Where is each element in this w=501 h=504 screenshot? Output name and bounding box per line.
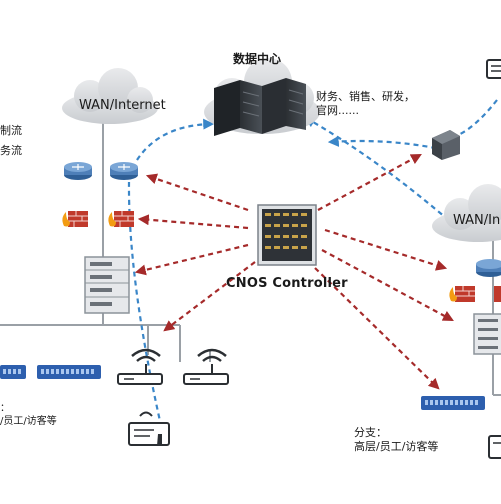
server-rack-icon [214, 78, 306, 136]
left-flow-line1: 制流 [0, 124, 22, 137]
datacenter-services-line1: 财务、销售、研发， [316, 90, 415, 103]
touch-terminal-icon [488, 435, 501, 459]
wireless-ap-icon [183, 348, 229, 385]
cloud-icon [432, 184, 501, 242]
network-switch-icon [37, 365, 101, 379]
firewall-icon [108, 211, 134, 227]
left-users-line2: /员工/访客等 [0, 415, 57, 427]
left-flow-line2: 务流 [0, 143, 22, 157]
touch-terminal-icon [486, 59, 501, 79]
touch-terminal-icon [128, 411, 170, 446]
wan-right-label: WAN/In [453, 213, 501, 228]
server-rack-icon [473, 313, 501, 355]
left-users-label: ： /员工/访客等 [0, 403, 57, 428]
wan-left-label: WAN/Internet [79, 98, 166, 113]
datacenter-services: 财务、销售、研发， 官网...... [316, 90, 415, 118]
network-switch-icon [421, 396, 485, 410]
controller-server-icon [257, 204, 317, 266]
tunnel-links [127, 99, 498, 431]
branch-line2: 高层/员工/访客等 [354, 439, 439, 453]
firewall-icon [449, 286, 475, 302]
left-users-line1: ： [0, 403, 10, 414]
datacenter-title: 数据中心 [233, 52, 282, 66]
server-rack-icon [84, 256, 130, 314]
firewall-icon [494, 286, 501, 302]
router-icon [476, 259, 501, 277]
control-arrows [134, 153, 454, 390]
cloud-icon [62, 68, 158, 124]
gateway-box-icon [432, 130, 460, 160]
router-icon [64, 162, 92, 180]
branch-label: 分支： 高层/员工/访客等 [354, 426, 438, 454]
left-flow-legend: 制流 务流 [0, 124, 22, 158]
wireless-ap-icon [117, 348, 163, 385]
firewall-icon [62, 211, 88, 227]
router-icon [110, 162, 138, 180]
network-switch-icon [0, 365, 26, 379]
branch-line1: 分支： [354, 426, 387, 439]
datacenter-services-line2: 官网...... [316, 103, 359, 117]
controller-label: CNOS Controller [226, 276, 348, 291]
